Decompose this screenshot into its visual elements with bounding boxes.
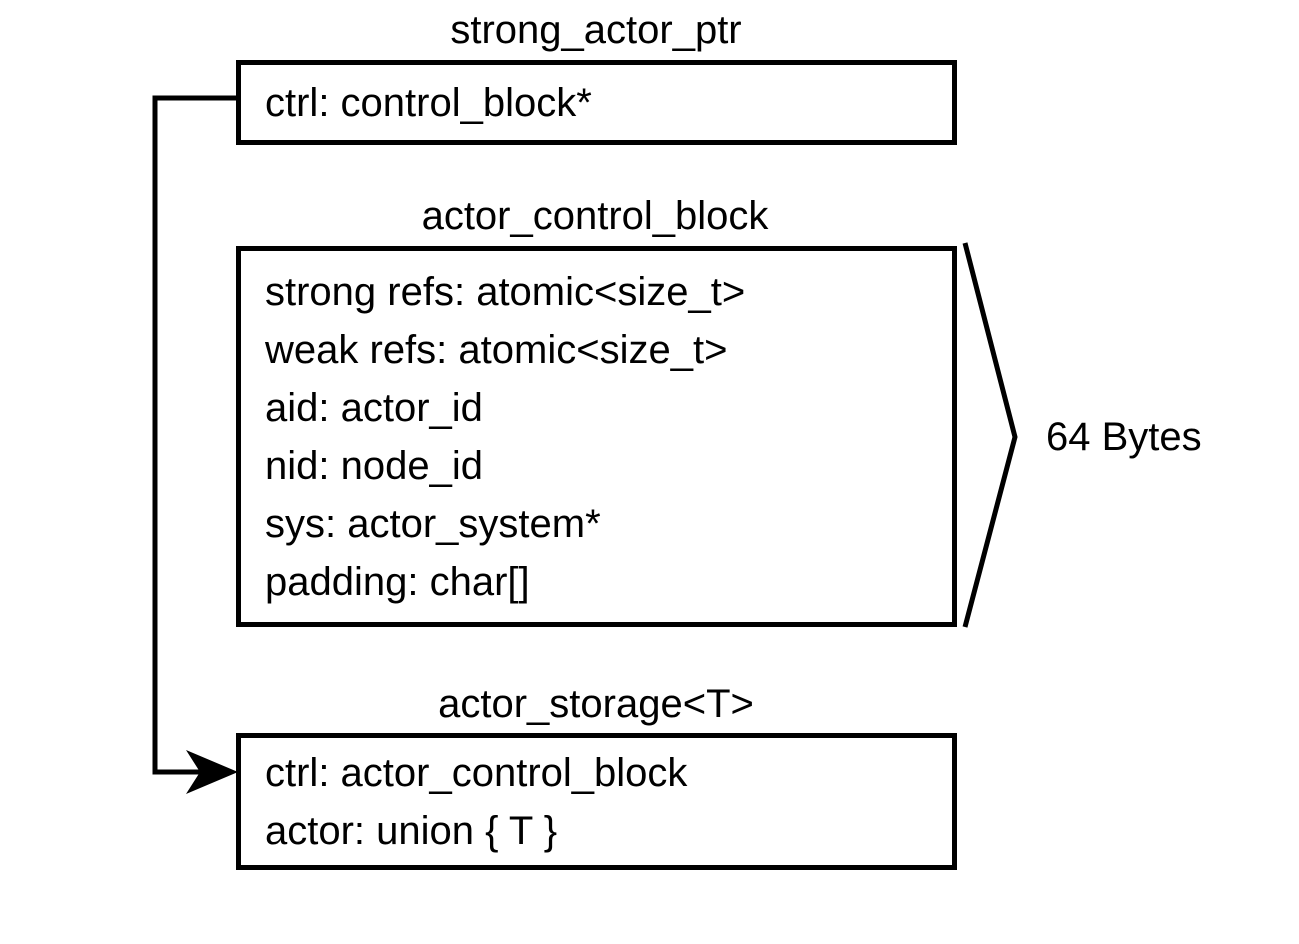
field-row: weak refs: atomic<size_t>: [265, 327, 728, 372]
struct-title-strong-actor-ptr: strong_actor_ptr: [450, 8, 742, 52]
struct-box-actor-control-block: [236, 246, 957, 627]
size-brace-chevron-icon: [962, 242, 1018, 628]
field-row: actor: union { T }: [265, 808, 558, 853]
connector-line: [152, 95, 247, 775]
struct-title-actor-control-block: actor_control_block: [421, 194, 769, 238]
struct-box-strong-actor-ptr: [236, 60, 957, 145]
field-row: aid: actor_id: [265, 385, 483, 430]
field-row: ctrl: control_block*: [265, 80, 592, 125]
connector-arrowhead-icon: [186, 750, 238, 794]
field-row: nid: node_id: [265, 443, 483, 488]
field-row: strong refs: atomic<size_t>: [265, 269, 746, 314]
struct-title-actor-storage: actor_storage<T>: [438, 682, 754, 726]
field-row: padding: char[]: [265, 559, 530, 604]
field-row: ctrl: actor_control_block: [265, 750, 688, 795]
struct-box-actor-storage: [236, 733, 957, 870]
field-row: sys: actor_system*: [265, 501, 601, 546]
size-annotation-label: 64 Bytes: [1046, 415, 1202, 459]
chevron-brace-path: [962, 242, 1018, 628]
field-list-strong-actor-ptr: ctrl: control_block*: [265, 60, 945, 145]
field-list-actor-storage: ctrl: actor_control_block actor: union {…: [265, 736, 945, 867]
field-list-actor-control-block: strong refs: atomic<size_t> weak refs: a…: [265, 250, 945, 623]
